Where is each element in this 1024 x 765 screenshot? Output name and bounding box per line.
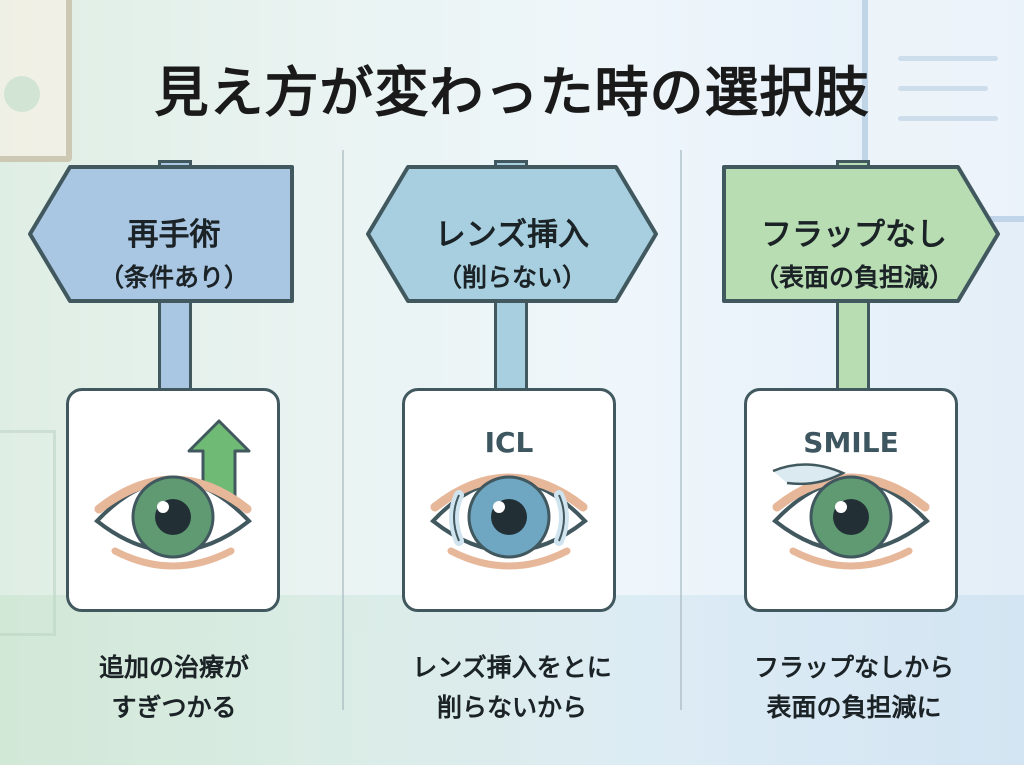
sign-title: 再手術 — [127, 217, 221, 253]
option-retreatment: 再手術 （条件あり） 追加の治療が すぎつかる — [24, 0, 324, 765]
eye-smile-icon — [772, 463, 930, 570]
sign-title: フラップなし — [761, 217, 947, 253]
option-card: SMILE — [744, 388, 958, 612]
option-card — [66, 388, 280, 612]
sign-subtitle: （削らない） — [436, 263, 587, 292]
sign-subtitle: （条件あり） — [98, 263, 249, 292]
caption-line: 追加の治療が — [98, 653, 249, 682]
option-label: ICL — [484, 426, 534, 459]
column-divider — [680, 150, 682, 710]
caption-line: フラップなしから — [753, 653, 954, 682]
signpost-both: レンズ挿入 （削らない） — [362, 163, 662, 305]
option-flapless: フラップなし （表面の負担減） SMILE フラップなしから 表面の負担減に — [704, 0, 1004, 765]
option-card: ICL — [402, 388, 616, 612]
option-caption: フラップなしから 表面の負担減に — [704, 648, 1004, 728]
eye-with-lens-icon — [430, 473, 588, 570]
signpost-right: フラップなし （表面の負担減） — [704, 163, 1004, 305]
caption-line: 削らないから — [436, 693, 587, 722]
caption-line: 表面の負担減に — [766, 693, 942, 722]
option-lens-insertion: レンズ挿入 （削らない） ICL レンズ挿入をとに 削らないから — [362, 0, 662, 765]
option-caption: レンズ挿入をとに 削らないから — [362, 648, 662, 728]
option-caption: 追加の治療が すぎつかる — [24, 648, 324, 728]
page-title: 見え方が変わった時の選択肢 — [154, 61, 870, 124]
column-divider — [342, 150, 344, 710]
eye-with-up-arrow-icon — [94, 419, 252, 570]
sign-title: レンズ挿入 — [434, 217, 590, 253]
option-label: SMILE — [803, 426, 899, 459]
signpost-left: 再手術 （条件あり） — [24, 163, 324, 305]
sign-subtitle: （表面の負担減） — [753, 263, 954, 292]
caption-line: レンズ挿入をとに — [412, 653, 612, 682]
caption-line: すぎつかる — [111, 693, 237, 722]
